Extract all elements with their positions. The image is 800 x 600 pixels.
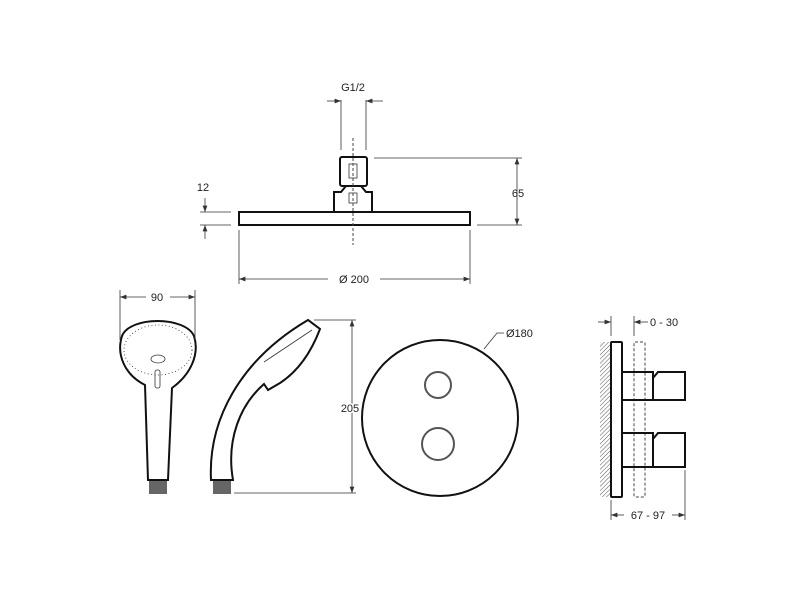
dim-head-height: 65 <box>374 157 524 226</box>
thread-label: G1/2 <box>341 82 365 94</box>
hose-connector <box>149 481 167 494</box>
head-diameter-label: Ø 200 <box>339 274 369 286</box>
hand-shower-side <box>209 318 322 494</box>
adjust-range-label: 0 - 30 <box>650 317 678 329</box>
dim-thread: G1/2 <box>327 82 383 150</box>
projection-label: 67 - 97 <box>631 510 665 522</box>
upper-knob <box>424 371 452 399</box>
wall-hatch <box>600 342 611 497</box>
dim-head-diameter: Ø 200 <box>238 230 471 286</box>
overhead-shower <box>238 138 471 245</box>
dim-projection: 67 - 97 <box>610 470 686 522</box>
hand-length-label: 205 <box>341 403 359 415</box>
hose-connector <box>213 481 231 494</box>
lower-knob <box>421 427 455 461</box>
dim-adjust-range: 0 - 30 <box>598 316 678 336</box>
dim-hand-length: 205 <box>234 319 361 494</box>
plate-diameter-label: Ø180 <box>506 328 533 340</box>
plate-thickness-label: 12 <box>197 182 209 194</box>
head-height-label: 65 <box>512 188 524 200</box>
dim-hand-width: 90 <box>119 290 196 340</box>
hand-shower-front <box>119 320 197 494</box>
thermostat-front: Ø180 <box>361 328 533 497</box>
hand-width-label: 90 <box>151 292 163 304</box>
thermostat-side <box>600 341 686 498</box>
dim-plate-thickness: 12 <box>197 182 231 239</box>
